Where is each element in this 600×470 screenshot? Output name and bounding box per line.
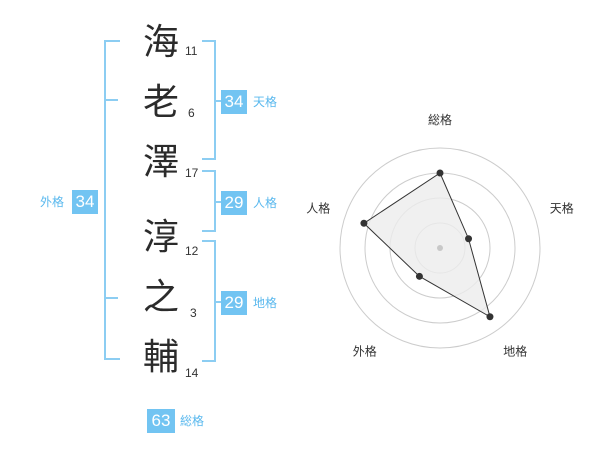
name-char-1: 海 bbox=[142, 22, 179, 63]
radar-axis-label-2: 天格 bbox=[550, 200, 574, 215]
name-char-4: 淳 bbox=[142, 217, 179, 258]
jinkaku-badge: 29 bbox=[221, 191, 247, 215]
radar-point-2 bbox=[465, 235, 473, 243]
radar-area bbox=[363, 172, 491, 318]
soukaku-badge: 63 bbox=[147, 409, 175, 433]
chikaku-label: 地格 bbox=[253, 296, 278, 310]
radar-axis-label-4: 外格 bbox=[353, 344, 377, 359]
radar-point-4 bbox=[415, 272, 423, 280]
radar-center-dot bbox=[437, 245, 443, 251]
radar-point-5 bbox=[360, 219, 368, 227]
radar-point-1 bbox=[436, 169, 444, 177]
stroke-count-4: 12 bbox=[185, 244, 199, 258]
stroke-count-1: 11 bbox=[185, 44, 198, 58]
stroke-count-6: 14 bbox=[185, 366, 199, 380]
stroke-count-2: 6 bbox=[188, 106, 195, 120]
radar-ring bbox=[339, 147, 541, 349]
soukaku-label: 総格 bbox=[180, 414, 205, 428]
jinkaku-label: 人格 bbox=[253, 196, 278, 210]
name-char-5: 之 bbox=[142, 277, 179, 318]
radar-axis-label-1: 総格 bbox=[428, 112, 452, 127]
gaikaku-badge: 34 bbox=[72, 190, 98, 214]
stroke-count-3: 17 bbox=[185, 166, 199, 180]
stroke-count-5: 3 bbox=[190, 306, 197, 320]
gaikaku-bracket bbox=[104, 40, 120, 360]
name-char-2: 老 bbox=[142, 82, 179, 123]
radar-point-3 bbox=[486, 313, 494, 321]
gaikaku-connector-bottom bbox=[104, 297, 118, 299]
tenkaku-label: 天格 bbox=[253, 95, 278, 109]
chikaku-connector bbox=[214, 301, 222, 303]
tenkaku-connector bbox=[214, 100, 222, 102]
tenkaku-badge: 34 bbox=[221, 90, 247, 114]
jinkaku-connector bbox=[214, 201, 222, 203]
gaikaku-label: 外格 bbox=[40, 195, 65, 209]
radar-axis-label-3: 地格 bbox=[503, 344, 527, 359]
chikaku-badge: 29 bbox=[221, 291, 247, 315]
name-char-6: 輔 bbox=[142, 337, 179, 378]
radar-axis-label-5: 人格 bbox=[306, 200, 330, 215]
name-char-3: 澤 bbox=[142, 142, 179, 183]
gaikaku-connector-top bbox=[104, 99, 118, 101]
